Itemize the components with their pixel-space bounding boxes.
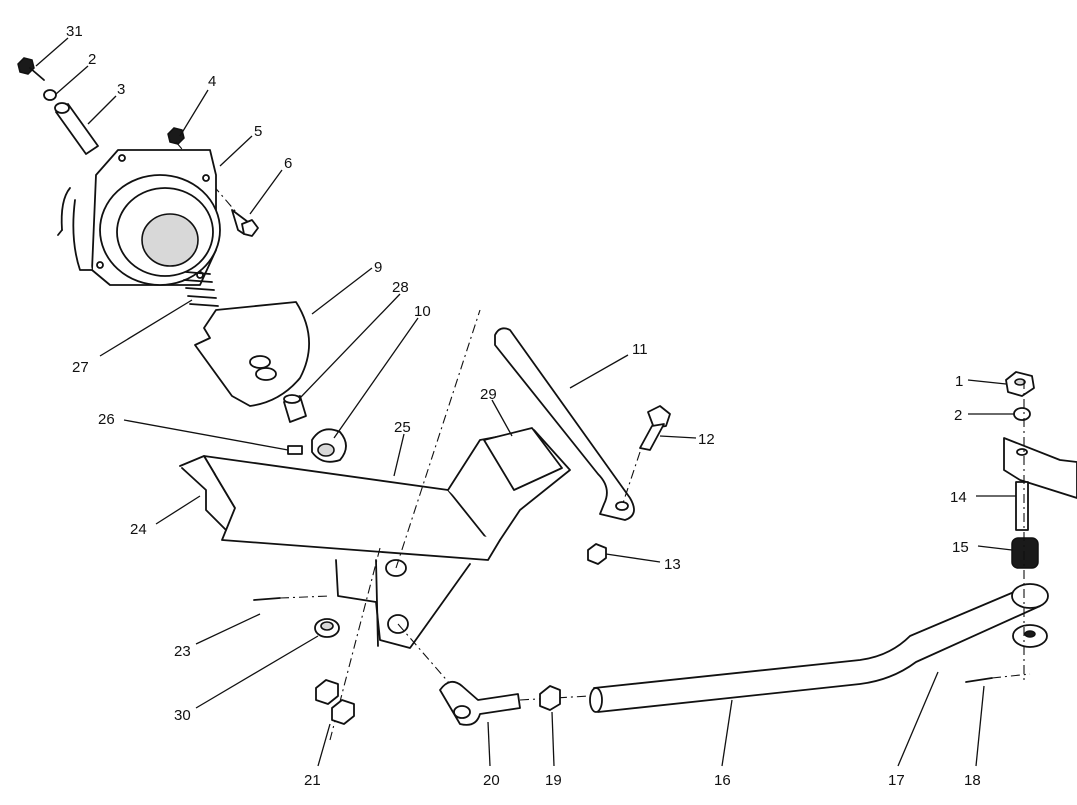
- callout-10: 10: [414, 303, 431, 320]
- callout-24: 24: [130, 521, 147, 538]
- part-30-bushing: [314, 618, 340, 638]
- part-26-set-screw: [287, 445, 303, 455]
- callout-27: 27: [72, 359, 89, 376]
- part-2-lock-washer-top: [43, 89, 57, 101]
- leader-lines: [35, 37, 1016, 767]
- callout-12: 12: [698, 431, 715, 448]
- part-10-collar: [311, 428, 347, 463]
- part-13-nut: [587, 543, 607, 565]
- callout-28: 28: [392, 279, 409, 296]
- part-24-flange: [181, 467, 227, 531]
- callout-11: 11: [632, 341, 648, 358]
- callout-17: 17: [888, 772, 905, 789]
- callout-30: 30: [174, 707, 191, 724]
- callout-18: 18: [964, 772, 981, 789]
- callout-31: 31: [66, 23, 83, 40]
- callout-2-right: 2: [954, 407, 962, 424]
- part-23-cotter-pin: [253, 597, 281, 601]
- callout-1: 1: [955, 373, 963, 390]
- part-6-bolt: [231, 209, 259, 237]
- callout-21: 21: [304, 772, 321, 789]
- part-31-bolt: [17, 57, 45, 81]
- part-28-bushing: [283, 394, 307, 423]
- part-11-rod: [494, 327, 635, 521]
- part-1-nut: [1005, 371, 1035, 397]
- part-20-rod-end: [439, 680, 521, 726]
- part-12-bolt: [639, 405, 671, 451]
- part-14-stud: [1015, 481, 1029, 531]
- part-18-cotter-pin: [965, 677, 993, 683]
- part-29-pad: [483, 427, 563, 491]
- callout-13: 13: [664, 556, 681, 573]
- callout-4: 4: [208, 73, 216, 90]
- part-21-nuts: [315, 679, 355, 725]
- part-19-nut: [539, 685, 561, 711]
- part-2-lock-washer-right: [1013, 407, 1031, 421]
- callout-16: 16: [714, 772, 731, 789]
- callout-9: 9: [374, 259, 382, 276]
- part-9-plate: [194, 301, 310, 407]
- part-3-sleeve: [54, 102, 99, 155]
- part-17-washer: [1012, 624, 1048, 648]
- callout-29: 29: [480, 386, 497, 403]
- callout-15: 15: [952, 539, 969, 556]
- part-4-nut: [167, 127, 185, 145]
- callout-5: 5: [254, 123, 262, 140]
- part-15-bushing: [1011, 537, 1039, 569]
- part-16-link-rod: [589, 591, 1041, 713]
- callout-3: 3: [117, 81, 125, 98]
- callout-19: 19: [545, 772, 562, 789]
- callout-labels: 31 2 3 4 5 6 9 28 10 27 11 12 13 26 25 2…: [66, 23, 981, 789]
- part-27-spring: [183, 271, 219, 307]
- callout-14: 14: [950, 489, 967, 506]
- part-5-clutch-housing: [57, 149, 221, 286]
- mount-plate: [1003, 437, 1077, 499]
- callout-26: 26: [98, 411, 115, 428]
- callout-2-upper: 2: [88, 51, 96, 68]
- callout-6: 6: [284, 155, 292, 172]
- callout-20: 20: [483, 772, 500, 789]
- callout-25: 25: [394, 419, 411, 436]
- callout-23: 23: [174, 643, 191, 660]
